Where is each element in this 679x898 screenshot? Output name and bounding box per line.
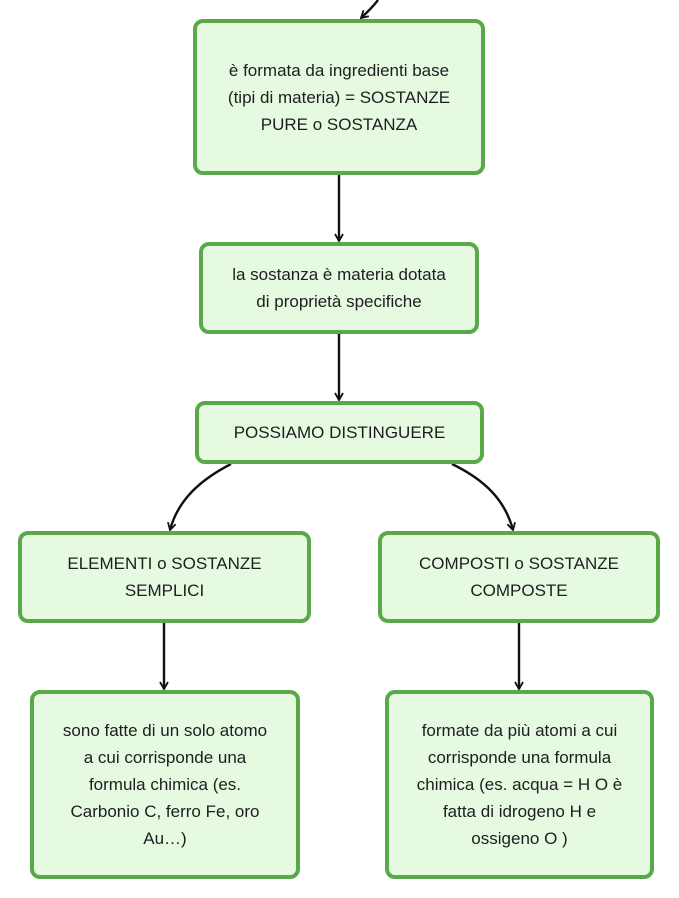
node-pure-substances: è formata da ingredienti base (tipi di m… — [193, 19, 485, 175]
node-compounds-description: formate da più atomi a cui corrisponde u… — [385, 690, 654, 879]
node-pure-substances-text: è formata da ingredienti base (tipi di m… — [227, 60, 451, 134]
node-substance-definition: la sostanza è materia dotata di propriet… — [199, 242, 479, 334]
node-elements-description: sono fatte di un solo atomo a cui corris… — [30, 690, 300, 879]
node-elements: ELEMENTI o SOSTANZE SEMPLICI — [18, 531, 311, 623]
edge-distinguish-to-elements — [167, 462, 232, 532]
node-distinguish: POSSIAMO DISTINGUERE — [195, 401, 484, 464]
node-substance-definition-text: la sostanza è materia dotata di propriet… — [232, 265, 446, 311]
node-compounds: COMPOSTI o SOSTANZE COMPOSTE — [378, 531, 660, 623]
node-distinguish-text: POSSIAMO DISTINGUERE — [233, 423, 446, 442]
edge-distinguish-to-compounds — [451, 462, 516, 532]
node-compounds-text: COMPOSTI o SOSTANZE COMPOSTE — [419, 554, 619, 600]
node-elements-description-text: sono fatte di un solo atomo a cui corris… — [62, 721, 268, 848]
node-elements-text: ELEMENTI o SOSTANZE SEMPLICI — [67, 554, 262, 600]
node-compounds-description-text: formate da più atomi a cui corrisponde u… — [416, 721, 623, 848]
edge-incoming — [359, 0, 379, 20]
